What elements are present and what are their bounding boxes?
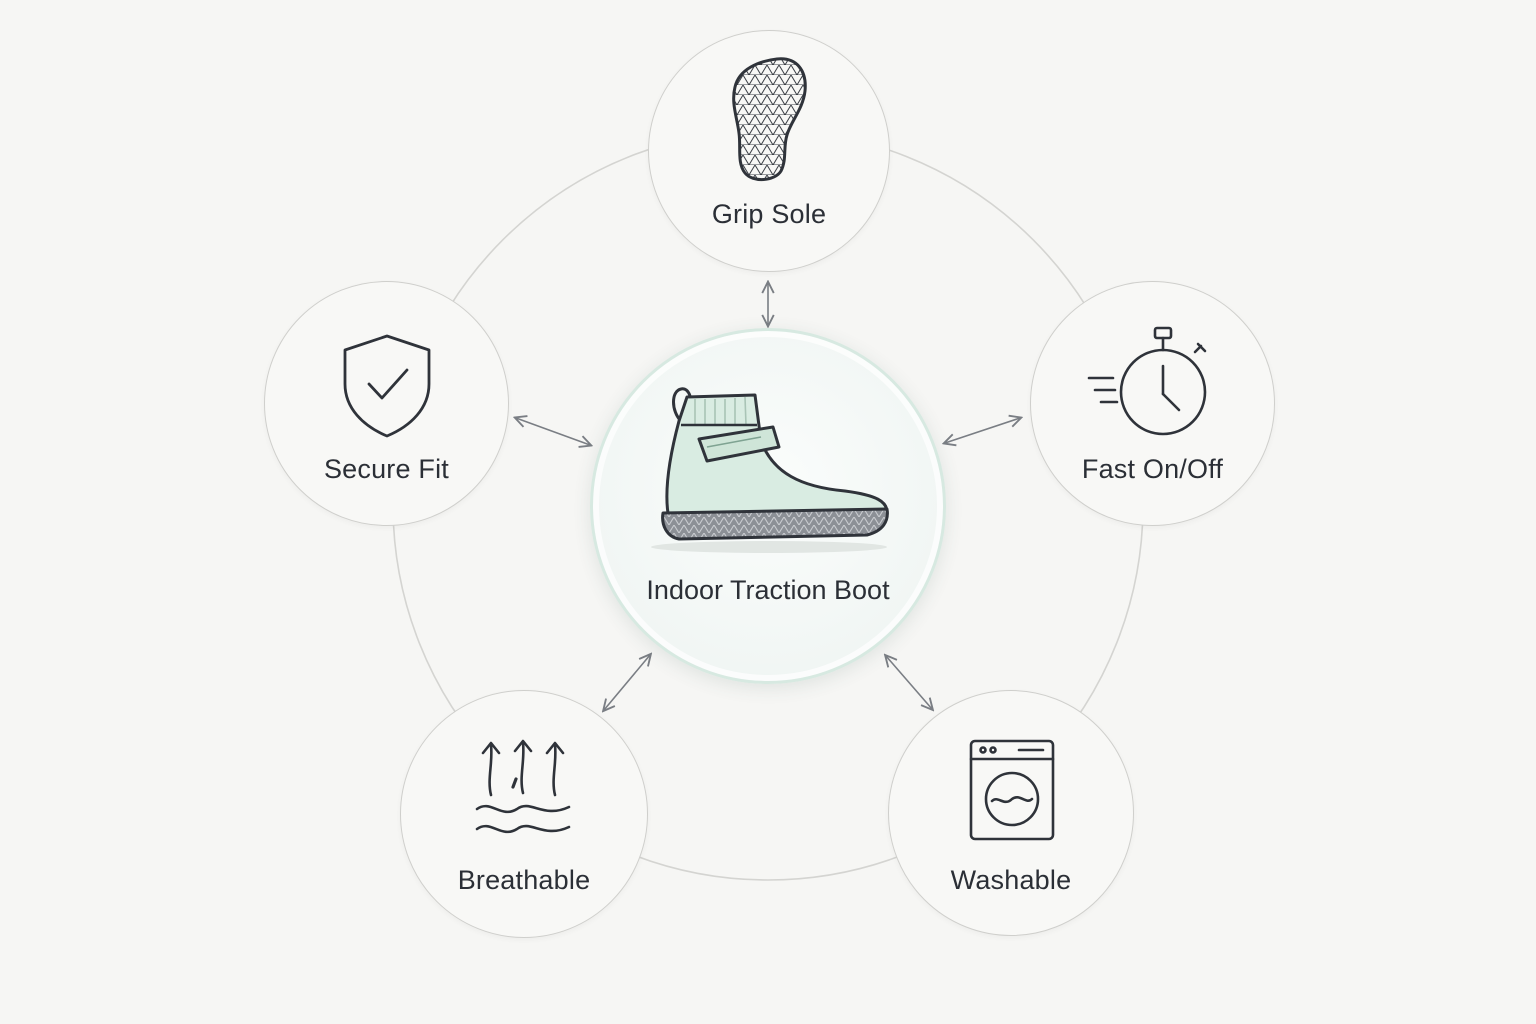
node-fast-on-off: Fast On/Off — [1030, 281, 1275, 526]
washing-machine-icon — [969, 739, 1055, 841]
arrow-washable — [886, 656, 932, 709]
node-washable: Washable — [888, 690, 1134, 936]
arrow-breathable — [604, 655, 650, 710]
arrow-secure-fit — [516, 418, 590, 445]
center-label: Indoor Traction Boot — [646, 575, 890, 605]
secure-fit-label: Secure Fit — [323, 454, 450, 484]
node-secure-fit: Secure Fit — [264, 281, 509, 526]
stopwatch-icon — [1087, 326, 1207, 436]
shield-check-icon — [343, 334, 431, 438]
center-node: Indoor Traction Boot — [590, 328, 946, 684]
node-grip-sole: Grip Sole — [648, 30, 890, 272]
arrow-fast-on-off — [945, 418, 1020, 443]
breathable-label: Breathable — [457, 865, 591, 895]
washable-label: Washable — [950, 865, 1072, 895]
grip-sole-label: Grip Sole — [711, 199, 827, 229]
node-breathable: Breathable — [400, 690, 648, 938]
boot-icon — [651, 387, 889, 553]
fast-on-off-label: Fast On/Off — [1081, 454, 1224, 484]
sole-icon — [732, 57, 807, 181]
airflow-icon — [475, 739, 571, 834]
